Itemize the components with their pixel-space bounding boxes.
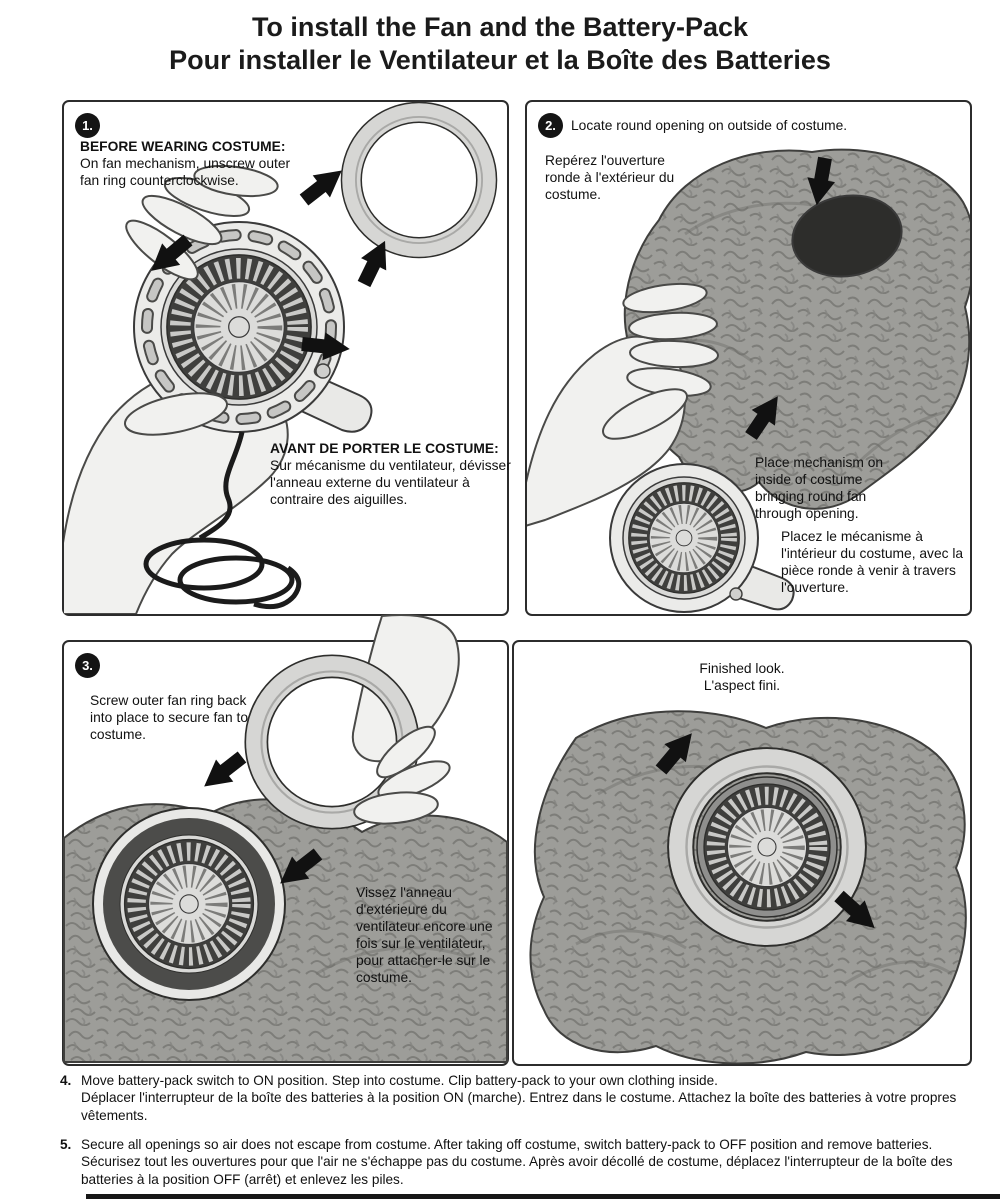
step-3-badge: 3. [75,653,100,678]
panel-4-illustration [529,710,967,1064]
arrow-icon [195,745,251,798]
panel-step-2: 2. Locate round opening on outside of co… [525,100,972,616]
panel-finished-look: Finished look. L'aspect fini. [512,640,972,1066]
panel-2-illustration [527,148,970,613]
outer-fan-ring [341,102,496,257]
panel-step-3: 3. Screw outer fan ring back into place … [62,614,509,1066]
hand-holding-ring [245,614,460,829]
step-4-text: Move battery-pack switch to ON position.… [81,1072,972,1124]
panel-1-illustration [64,102,507,614]
p1-heading-en: BEFORE WEARING COSTUME: [80,139,286,154]
page-title-en: To install the Fan and the Battery-Pack [251,12,749,42]
p1-text-en: BEFORE WEARING COSTUME: On fan mechanism… [80,138,312,189]
p2-body-en: Place mechanism on inside of costume bri… [755,455,884,522]
installed-fan [668,748,866,946]
page-title-fr: Pour installer le Ventilateur et la Boît… [169,45,831,75]
p2-body-fr: Placez le mécanisme à l'intérieur du cos… [781,529,964,596]
p2-caption-en: Locate round opening on outside of costu… [571,118,848,133]
p1-body-en: On fan mechanism, unscrew outer fan ring… [80,156,291,189]
p1-text-fr: AVANT DE PORTER LE COSTUME: Sur mécanism… [270,440,514,508]
p1-heading-fr: AVANT DE PORTER LE COSTUME: [270,441,499,456]
step-4-number: 4. [60,1073,72,1088]
hand [527,282,719,527]
step-5-fr: Sécurisez tout les ouvertures pour que l… [81,1154,953,1187]
panel-step-1: 1. BEFORE WEARING COSTUME: On fan mechan… [62,100,511,616]
page-edge-bar [86,1194,1000,1199]
p4-caption-fr: L'aspect fini. [703,678,781,694]
costume-opening [791,194,903,278]
p2-caption-fr: Repérez l'ouverture ronde à l'extérieur … [545,153,675,203]
fan-mechanism [609,463,795,613]
power-cord [143,431,302,610]
p3-body-fr: Vissez l'anneau d'extérieure du ventilat… [356,885,493,986]
panel-3-illustration [63,614,508,1063]
step-5-text: Secure all openings so air does not esca… [81,1136,972,1188]
step-4-en: Move battery-pack switch to ON position.… [81,1073,718,1088]
step-5-number: 5. [60,1137,72,1152]
installed-fan [92,807,286,1001]
p4-caption-en: Finished look. [699,661,785,676]
step-1-badge: 1. [75,113,100,138]
step-2-badge: 2. [538,113,563,138]
p4-caption: Finished look. L'aspect fini. [612,660,872,694]
footer-step-5: 5. Secure all openings so air does not e… [60,1136,972,1188]
hand-fingers [123,164,279,436]
step-4-fr: Déplacer l'interrupteur de la boîte des … [81,1090,957,1123]
p3-body-en: Screw outer fan ring back into place to … [90,693,248,743]
p1-body-fr: Sur mécanisme du ventilateur, dévisser l… [270,458,511,508]
step-5-en: Secure all openings so air does not esca… [81,1137,933,1152]
footer-step-4: 4. Move battery-pack switch to ON positi… [60,1072,972,1124]
